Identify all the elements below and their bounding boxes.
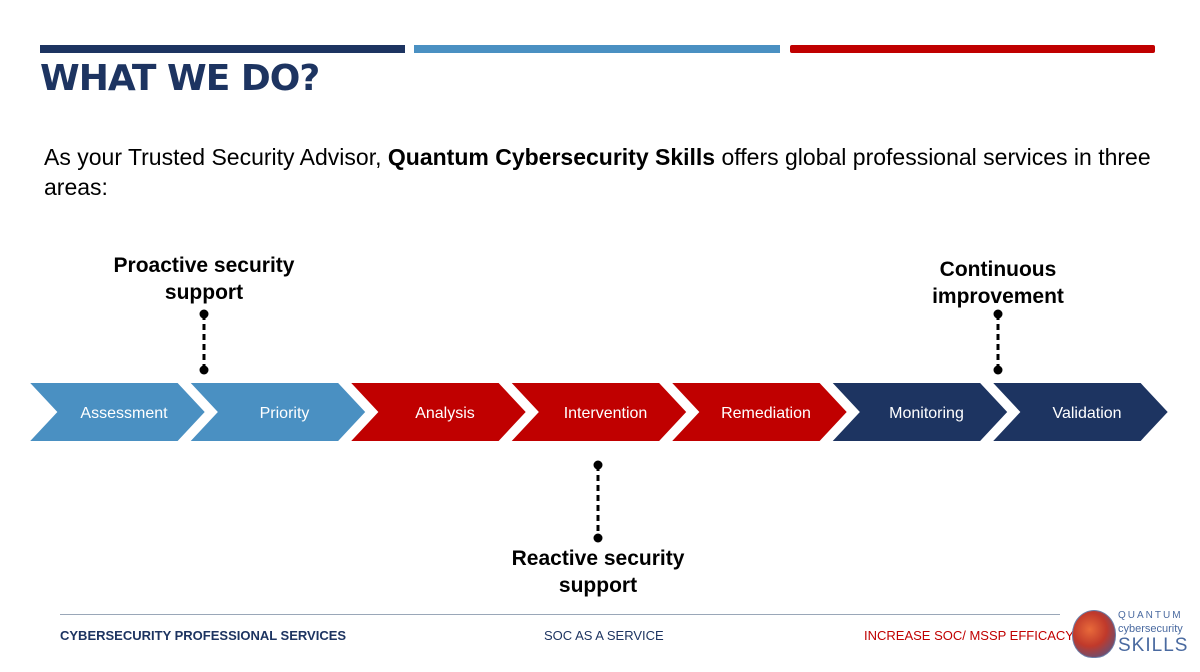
chevron-step-label: Assessment — [80, 405, 168, 422]
chevron-step-label: Priority — [260, 405, 310, 422]
footer-divider — [60, 614, 1060, 615]
chevron-step-label: Monitoring — [889, 405, 964, 422]
connector-reactive-dot — [593, 533, 603, 543]
connector-reactive — [593, 460, 603, 543]
connector-proactive — [199, 309, 209, 375]
connector-continuous — [993, 309, 1003, 375]
chevron-step — [667, 381, 850, 443]
logo-line-1: QUANTUM — [1118, 610, 1183, 621]
intro-text: As your Trusted Security Advisor, Quantu… — [44, 142, 1154, 202]
connector-continuous-dot — [993, 365, 1003, 375]
slide-title: WHAT WE DO? — [40, 58, 320, 99]
chevron-step-label: Analysis — [415, 405, 475, 422]
chevron-step — [346, 381, 529, 443]
footer-left: CYBERSECURITY PROFESSIONAL SERVICES — [60, 628, 347, 643]
intro-pre: As your Trusted Security Advisor, — [44, 144, 388, 170]
brain-icon — [1072, 610, 1116, 658]
connector-continuous-dot — [993, 309, 1003, 319]
header-bar-blue — [414, 45, 780, 53]
footer-center: SOC AS A SERVICE — [544, 628, 664, 643]
chevron-step — [988, 381, 1171, 443]
header-bar-navy — [40, 45, 405, 53]
connector-proactive-dot — [199, 365, 209, 375]
chevron-step — [25, 381, 208, 443]
callout-proactive: Proactive security support — [113, 254, 295, 304]
intro-brand: Quantum Cybersecurity Skills — [387, 144, 716, 170]
connector-proactive-dot — [199, 309, 209, 319]
logo-line-3: SKILLS — [1118, 635, 1189, 656]
footer-right: INCREASE SOC/ MSSP EFFICACY — [864, 628, 1074, 643]
chevron-step-label: Validation — [1052, 405, 1121, 422]
intro-post: offers global professional services in t… — [44, 144, 1151, 200]
connector-reactive-dot — [593, 460, 603, 470]
company-logo: QUANTUM cybersecurity SKILLS — [1070, 608, 1195, 664]
logo-line-2: cybersecurity — [1118, 623, 1183, 635]
callout-reactive: Reactive security support — [511, 547, 685, 597]
chevron-step — [507, 381, 689, 443]
chevron-step-label: Intervention — [564, 405, 648, 422]
chevron-step-label: Remediation — [721, 405, 811, 422]
callout-continuous: Continuous improvement — [932, 258, 1064, 308]
chevron-step — [186, 381, 368, 443]
header-bar-red — [790, 45, 1155, 53]
chevron-step — [828, 381, 1010, 443]
